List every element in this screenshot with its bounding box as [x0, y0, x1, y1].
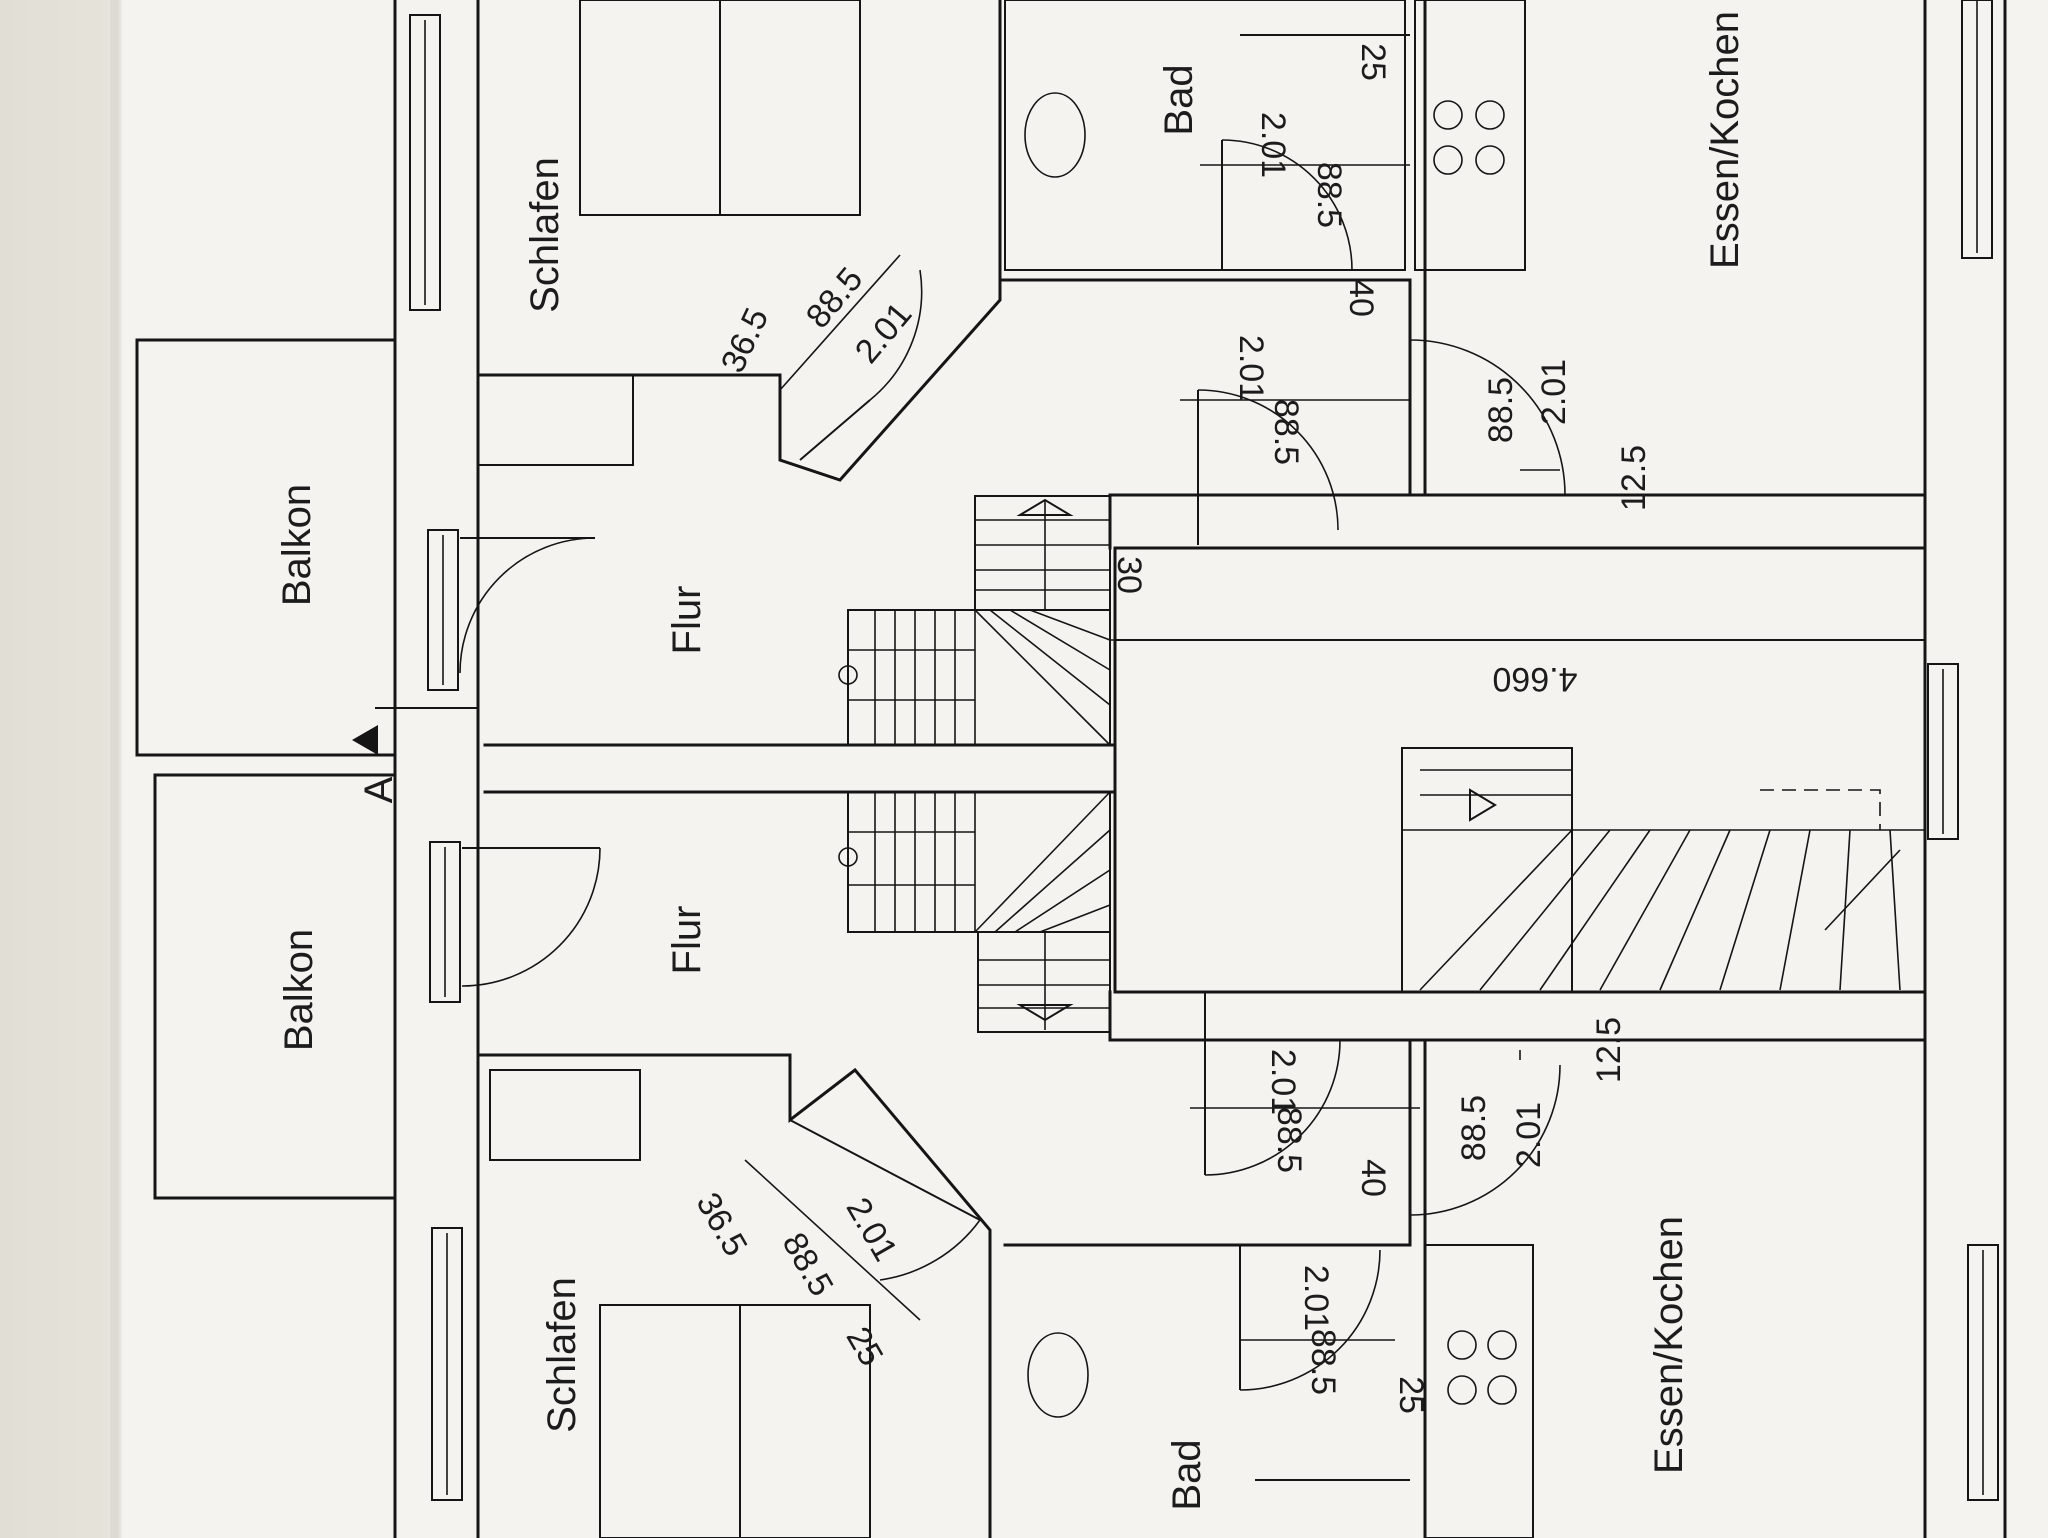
balcony-doors — [459, 537, 601, 987]
bathroom-fixtures — [1004, 0, 1410, 1481]
room-label-bad-top: Bad — [1157, 64, 1201, 135]
dimension-lines — [744, 164, 1925, 1341]
right-staircase — [1401, 747, 1925, 993]
kitchen-fixtures — [1414, 0, 1534, 1538]
dim-12-5-b: 12.5 — [1590, 1017, 1628, 1083]
dim-2-01-a: 2.01 — [1254, 112, 1292, 178]
room-label-schlafen-top: Schlafen — [523, 157, 567, 313]
windows-right-wall — [1927, 0, 1999, 1501]
dim-88-5-a: 88.5 — [1310, 162, 1348, 228]
dim-88-5-c: 88.5 — [1482, 377, 1520, 443]
dim-2-01-e: 2.01 — [1264, 1049, 1302, 1115]
labels-layer: Balkon Balkon Schlafen Schlafen Flur Flu… — [275, 11, 1747, 1511]
room-label-balkon-top: Balkon — [275, 484, 319, 606]
dim-30: 30 — [1110, 556, 1148, 594]
dim-88-5-e: 88.5 — [1270, 1107, 1308, 1173]
door-swings — [789, 139, 1566, 1391]
dim-88-5-b: 88.5 — [1267, 399, 1305, 465]
dim-12-5-a: 12.5 — [1615, 445, 1653, 511]
dim-2-01-g: 2.01 — [1297, 1265, 1335, 1331]
windows-left-wall — [409, 14, 463, 1501]
room-label-bad-bottom: Bad — [1165, 1439, 1209, 1510]
room-label-flur-top: Flur — [665, 586, 709, 655]
furniture — [477, 0, 871, 1538]
room-label-essen-kochen-top: Essen/Kochen — [1703, 11, 1747, 269]
dim-88-5-f: 88.5 — [1455, 1095, 1493, 1161]
section-label-A: A — [357, 776, 401, 803]
dim-25-a: 25 — [1354, 43, 1392, 81]
room-label-schlafen-bottom: Schlafen — [540, 1277, 584, 1433]
dim-2-01-f: 2.01 — [1510, 1102, 1548, 1168]
dim-40-a: 40 — [1342, 279, 1380, 317]
dim-40-b: 40 — [1354, 1159, 1392, 1197]
balcony-outlines — [135, 338, 397, 1200]
room-label-flur-bottom: Flur — [665, 906, 709, 975]
paper-sheet — [122, 0, 2048, 1538]
dim-25-b: 25 — [1392, 1376, 1430, 1414]
upper-staircase — [838, 495, 1111, 746]
dim-2-01-c: 2.01 — [1535, 359, 1573, 425]
room-label-essen-kochen-bottom: Essen/Kochen — [1647, 1216, 1691, 1474]
dim-88-5-g: 88.5 — [1304, 1329, 1342, 1395]
dim-2-01-b: 2.01 — [1232, 335, 1270, 401]
room-label-balkon-bottom: Balkon — [277, 929, 321, 1051]
section-marker-A — [352, 707, 478, 755]
dim-4-660: 4.660 — [1492, 660, 1577, 698]
lower-staircase — [838, 791, 1111, 1033]
